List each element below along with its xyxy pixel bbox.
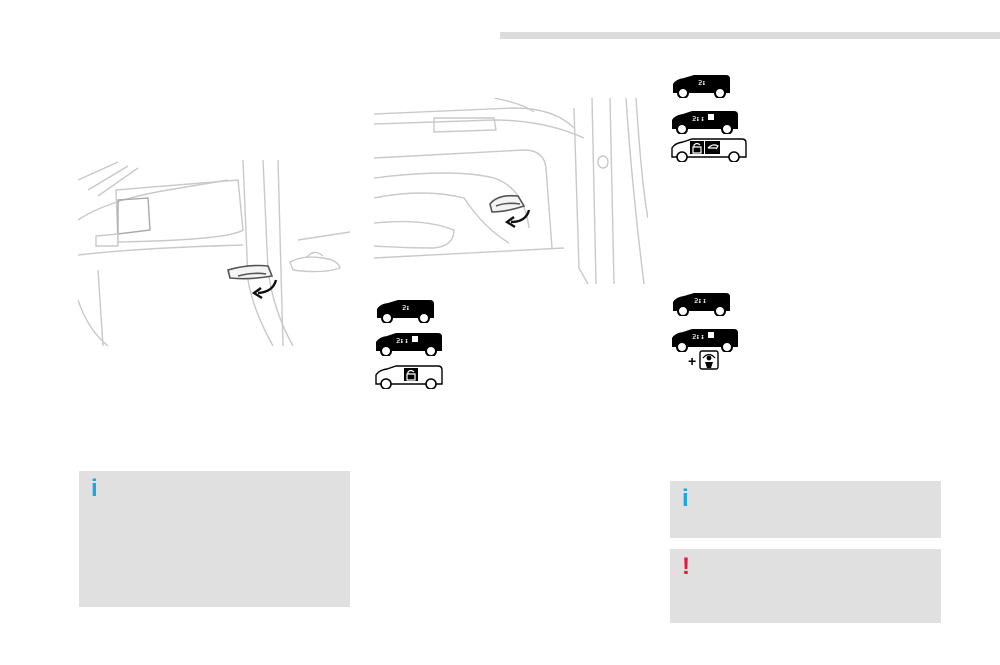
section-header-rule bbox=[500, 32, 1000, 39]
warning-icon: ! bbox=[682, 553, 690, 580]
vehicle-variant-icons-center: ƻᵻ ƻᵻ ᵻ bbox=[374, 299, 444, 394]
svg-text:ƻᵻ ᵻ: ƻᵻ ᵻ bbox=[694, 297, 706, 305]
interior-door-handle-illustration bbox=[374, 98, 648, 284]
van-short-icon: ƻᵻ bbox=[673, 75, 730, 98]
van-unlock-icon bbox=[375, 365, 443, 389]
info-note-box-left: i bbox=[79, 471, 350, 607]
child-lock-row: + bbox=[688, 350, 728, 370]
svg-text:ƻᵻ ᵻ: ƻᵻ ᵻ bbox=[396, 337, 408, 345]
van-short-icon: ƻᵻ ᵻ bbox=[673, 293, 730, 316]
van-long-icon: ƻᵻ ᵻ bbox=[376, 333, 442, 356]
svg-text:ƻᵻ ᵻ: ƻᵻ ᵻ bbox=[692, 333, 704, 341]
info-icon: i bbox=[682, 485, 689, 512]
vehicle-variant-icons-right-bottom: ƻᵻ ᵻ ƻᵻ ᵻ + bbox=[670, 292, 750, 376]
van-short-icon: ƻᵻ bbox=[377, 300, 434, 323]
svg-text:ƻᵻ: ƻᵻ bbox=[402, 304, 409, 312]
info-note-box-right: i bbox=[670, 481, 941, 538]
van-long-icon: ƻᵻ ᵻ bbox=[672, 329, 738, 352]
vehicle-variant-icons-right-top: ƻᵻ ƻᵻ ᵻ bbox=[670, 74, 750, 169]
info-icon: i bbox=[91, 475, 98, 502]
child-lock-icon bbox=[699, 350, 719, 370]
van-long-icon: ƻᵻ ᵻ bbox=[672, 111, 738, 134]
warning-note-box-right: ! bbox=[670, 549, 941, 623]
svg-text:ƻᵻ: ƻᵻ bbox=[698, 79, 705, 87]
svg-text:ƻᵻ ᵻ: ƻᵻ ᵻ bbox=[692, 115, 704, 123]
plus-sign: + bbox=[688, 353, 697, 369]
van-unlock-sliding-icon bbox=[671, 138, 747, 162]
exterior-door-handle-illustration bbox=[78, 160, 350, 346]
